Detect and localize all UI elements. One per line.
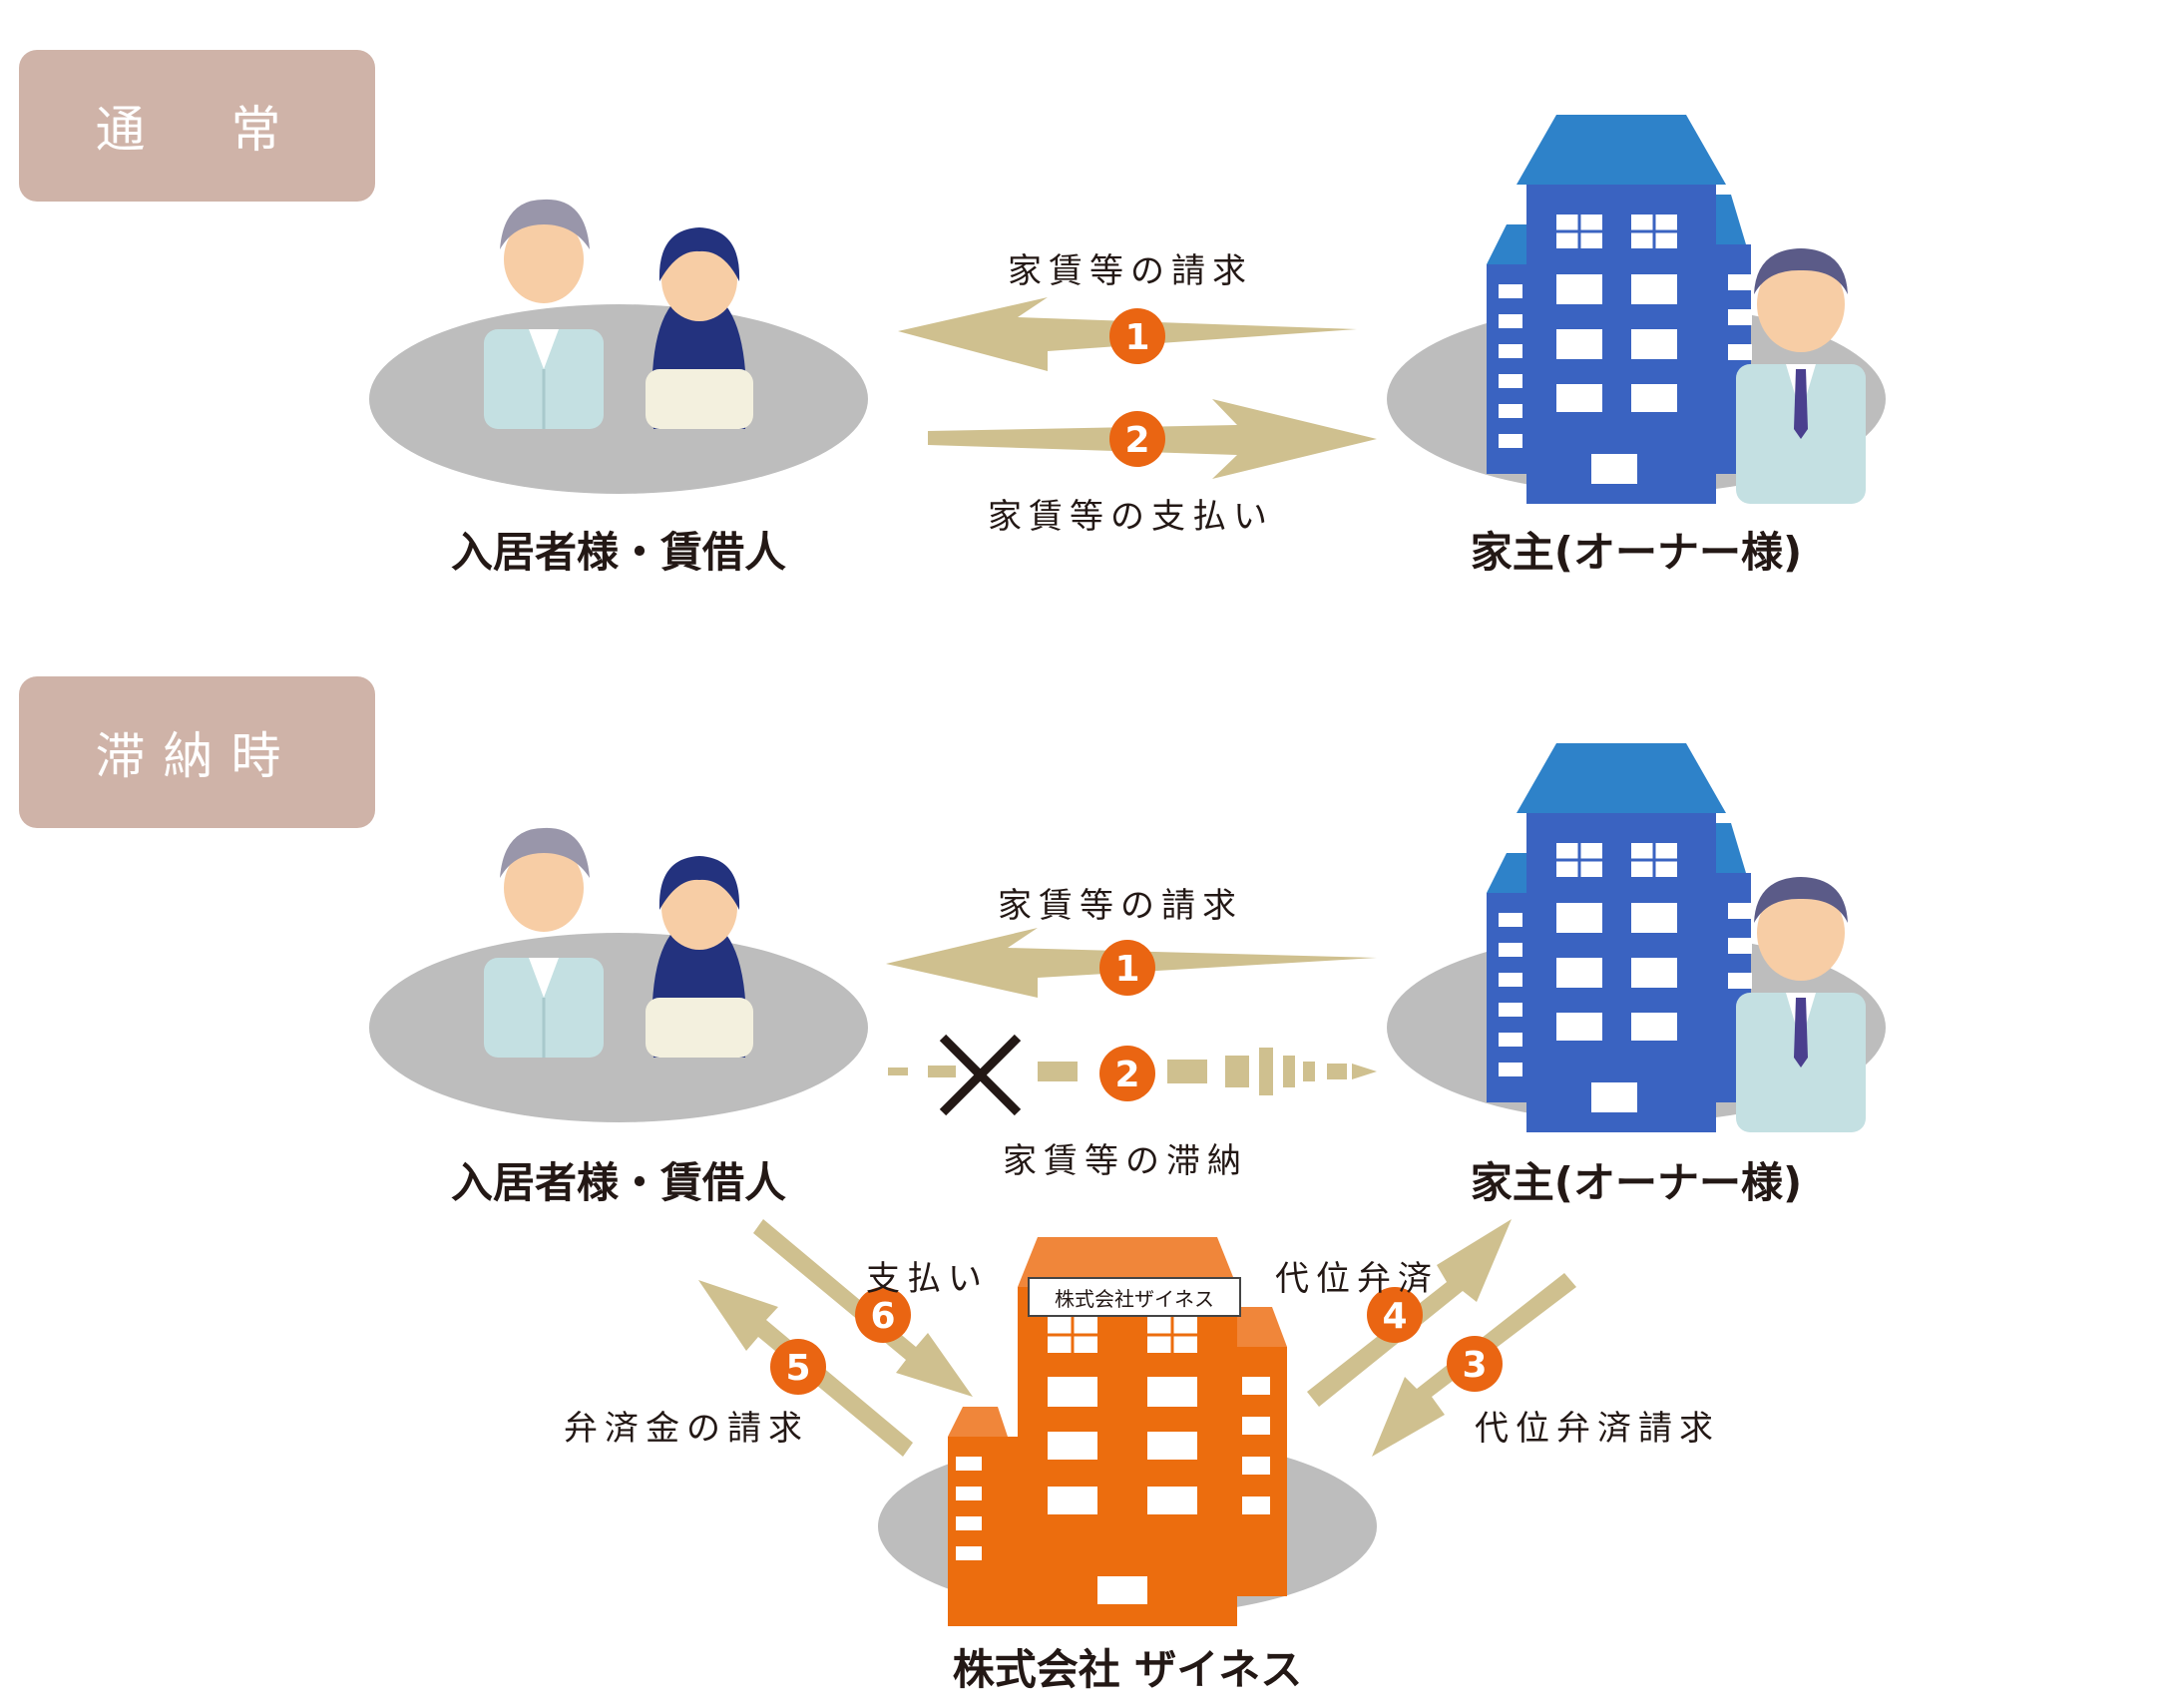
badge-2-number: 2 [1114,1055,1139,1095]
flow-6-label: 支払い [866,1259,989,1299]
badge-5-number: 5 [785,1348,810,1389]
owner-building-icon [1485,741,1868,1134]
badge-6-number: 6 [870,1296,895,1337]
badge-icon [1447,1336,1503,1392]
owner-building-icon [1485,113,1868,506]
section-label-normal: 通 常 [19,50,375,202]
badge-1-number: 1 [1114,949,1139,990]
tenant-platform [369,933,868,1122]
flow-2-label: 家賃等の支払い [988,497,1274,537]
badge-icon [770,1339,826,1395]
badge-4-number: 4 [1382,1296,1407,1337]
badge-icon [1367,1287,1423,1343]
badge-1-number: 1 [1124,317,1149,358]
flow-4-label: 代位弁済 [1275,1259,1439,1299]
owner-label: 家主(オーナー様) [1470,528,1803,577]
owner-label: 家主(オーナー様) [1470,1158,1803,1207]
company-label: 株式会社 ザイネス [952,1645,1303,1694]
flow-1-label: 家賃等の請求 [998,886,1243,926]
badge-icon [1109,411,1165,467]
badge-2-number: 2 [1124,420,1149,461]
badge-icon [1099,940,1155,996]
badge-3-number: 3 [1462,1345,1487,1386]
flow-5-label: 弁済金の請求 [564,1409,809,1449]
section-label-delinquent: 滞納時 [19,676,375,828]
badge-icon [1109,308,1165,364]
badge-icon [855,1287,911,1343]
badge-icon [1099,1046,1155,1101]
tenant-label: 入居者様・賃借人 [450,528,786,577]
cross-icon [939,1034,1022,1116]
flow-arrow-2-dashed [888,1048,1377,1095]
tenant-platform [369,304,868,494]
company-sign: 株式会社ザイネス [1028,1277,1241,1317]
flow-2-label: 家賃等の滞納 [1003,1141,1248,1181]
tenant-label: 入居者様・賃借人 [450,1158,786,1207]
flow-3-label: 代位弁済請求 [1475,1409,1720,1449]
flow-1-label: 家賃等の請求 [1008,251,1253,291]
flow-arrow-3 [1372,1273,1576,1457]
